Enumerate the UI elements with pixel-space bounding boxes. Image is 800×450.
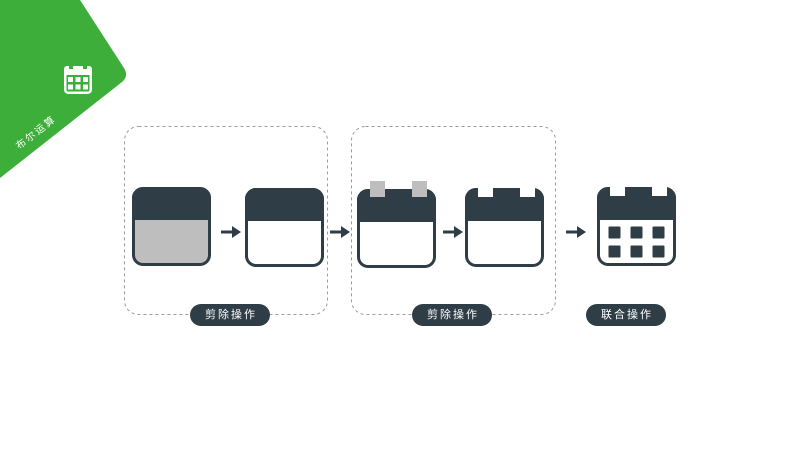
calendar-cell xyxy=(608,245,621,258)
shape-step-3 xyxy=(357,181,436,268)
calendar-icon-notch-right xyxy=(83,65,87,69)
shape-notch-right xyxy=(520,186,535,197)
shape-top-band xyxy=(132,187,211,220)
calendar-cell xyxy=(652,226,665,239)
arrow-right-icon xyxy=(566,226,586,238)
subtract-group-frame-2 xyxy=(351,126,556,315)
shape-step-2 xyxy=(245,188,324,267)
calendar-icon-notch-left xyxy=(69,65,73,69)
corner-badge: 布尔运算 xyxy=(0,0,140,190)
subtract-operation-label-1: 剪除操作 xyxy=(190,304,270,326)
arrow-right-icon xyxy=(221,226,241,238)
shape-notch-right xyxy=(652,185,667,196)
calendar-cell xyxy=(652,245,665,258)
calendar-icon-cell xyxy=(75,77,81,82)
corner-badge-graphic xyxy=(0,0,127,178)
corner-badge-shape xyxy=(0,0,127,178)
arrow-right-icon xyxy=(330,226,350,238)
shape-tab-right xyxy=(412,181,427,197)
shape-step-4 xyxy=(465,186,544,267)
shape-notch-left xyxy=(610,185,625,196)
union-operation-label: 联合操作 xyxy=(586,304,666,326)
shape-top-band xyxy=(357,189,436,222)
calendar-icon-cell xyxy=(75,84,81,90)
calendar-icon-cell xyxy=(68,84,73,90)
calendar-cell xyxy=(630,245,643,258)
shape-step-1 xyxy=(132,187,211,266)
calendar-icon xyxy=(64,65,92,94)
calendar-icon-cell xyxy=(68,77,73,82)
shape-top-band xyxy=(245,188,324,221)
calendar-cell xyxy=(608,226,621,239)
arrow-right-icon xyxy=(443,226,463,238)
calendar-icon-cell xyxy=(83,84,88,90)
subtract-operation-label-2: 剪除操作 xyxy=(412,304,492,326)
calendar-cell xyxy=(630,226,643,239)
calendar-icon xyxy=(597,185,676,266)
shape-tab-left xyxy=(370,181,385,197)
shape-notch-left xyxy=(478,186,493,197)
subtract-group-frame-1 xyxy=(124,126,328,315)
calendar-icon-cell xyxy=(83,77,88,82)
